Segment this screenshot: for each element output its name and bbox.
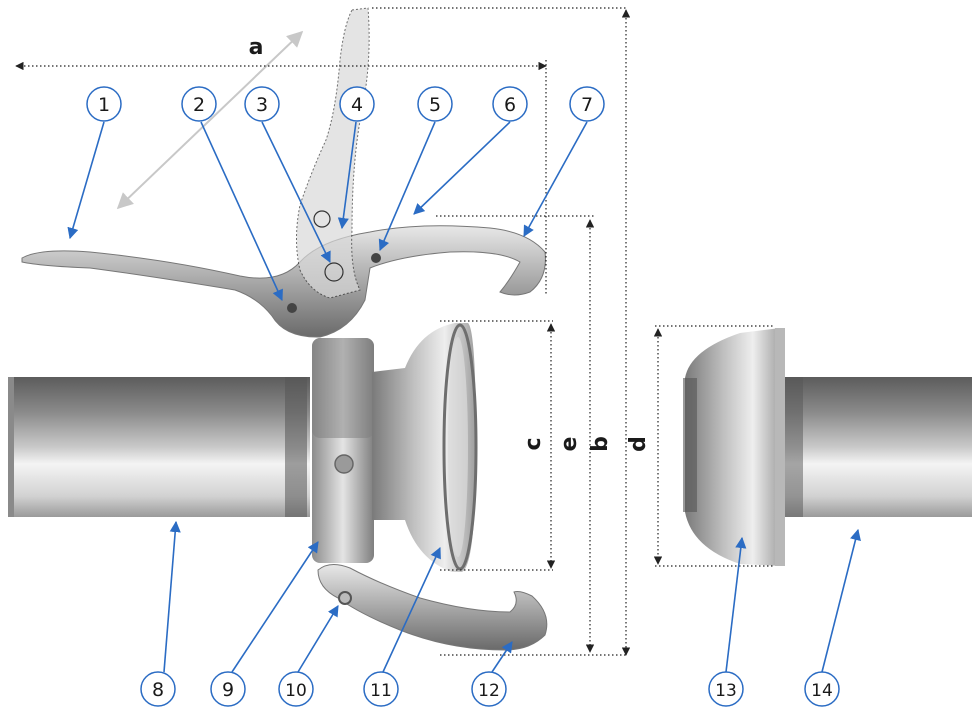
svg-text:3: 3 bbox=[256, 94, 268, 116]
callout-11: 11 bbox=[363, 671, 399, 707]
dim-label-a: a bbox=[249, 35, 264, 60]
callout-9: 9 bbox=[210, 671, 246, 707]
svg-text:11: 11 bbox=[370, 681, 392, 701]
lower-lever bbox=[317, 564, 548, 651]
svg-text:12: 12 bbox=[478, 681, 500, 701]
svg-text:5: 5 bbox=[429, 94, 441, 116]
svg-text:4: 4 bbox=[351, 94, 363, 116]
svg-text:13: 13 bbox=[715, 681, 737, 701]
callout-arrows bbox=[67, 121, 861, 673]
dim-label-c: c bbox=[521, 437, 546, 450]
male-cone bbox=[372, 323, 478, 572]
svg-text:14: 14 bbox=[811, 681, 833, 701]
dim-label-e: e bbox=[557, 437, 582, 452]
svg-text:9: 9 bbox=[222, 679, 234, 701]
svg-text:7: 7 bbox=[581, 94, 593, 116]
callout-3: 3 bbox=[244, 86, 280, 122]
callout-5: 5 bbox=[417, 86, 453, 122]
female-cup bbox=[683, 328, 785, 566]
clamp-ring bbox=[312, 338, 374, 563]
callout-14: 14 bbox=[804, 671, 840, 707]
callout-12: 12 bbox=[471, 671, 507, 707]
callout-8: 8 bbox=[140, 671, 176, 707]
svg-text:1: 1 bbox=[98, 94, 110, 116]
svg-text:2: 2 bbox=[193, 94, 205, 116]
callout-2: 2 bbox=[181, 86, 217, 122]
callout-4: 4 bbox=[339, 86, 375, 122]
dim-label-d: d bbox=[626, 436, 651, 452]
right-pipe bbox=[785, 377, 972, 517]
upper-lever bbox=[21, 225, 546, 338]
svg-text:6: 6 bbox=[504, 94, 516, 116]
dimension-lines bbox=[15, 7, 775, 656]
callout-1: 1 bbox=[86, 86, 122, 122]
callout-7: 7 bbox=[569, 86, 605, 122]
svg-text:10: 10 bbox=[285, 681, 307, 701]
callout-10: 10 bbox=[278, 671, 314, 707]
svg-text:8: 8 bbox=[152, 679, 164, 701]
dim-label-b: b bbox=[588, 436, 613, 452]
swing-arrow bbox=[116, 30, 304, 210]
left-pipe bbox=[8, 377, 310, 517]
callout-13: 13 bbox=[708, 671, 744, 707]
callout-6: 6 bbox=[492, 86, 528, 122]
